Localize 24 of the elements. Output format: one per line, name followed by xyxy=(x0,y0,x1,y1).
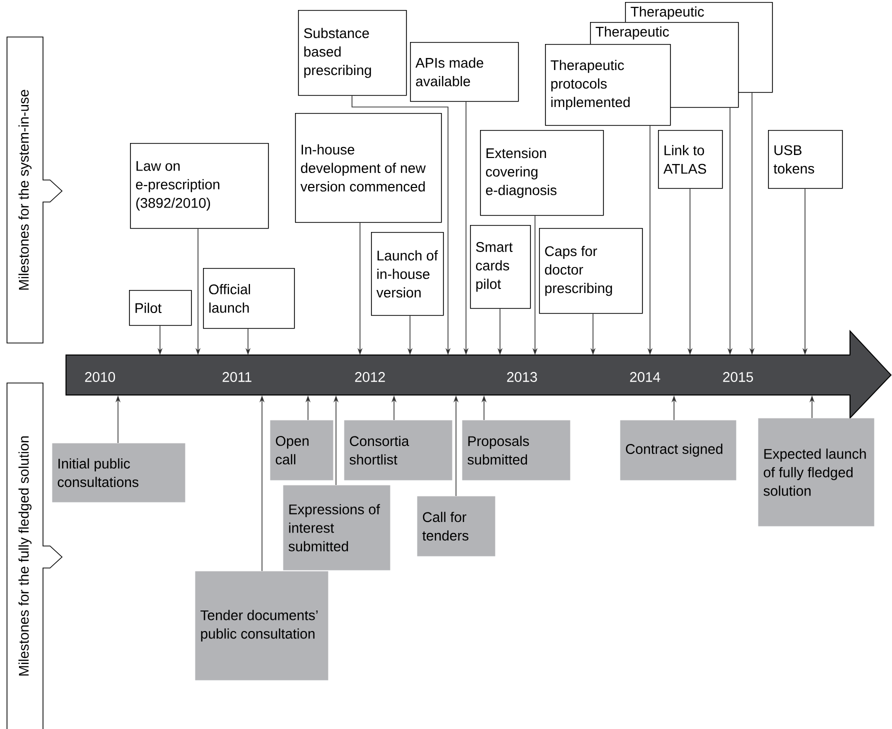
milestone-box: Extension covering e-diagnosis xyxy=(480,130,604,216)
milestone-box: USB tokens xyxy=(768,130,843,189)
milestone-box: Link to ATLAS xyxy=(658,130,723,189)
procurement-box: Tender documents’ public consultation xyxy=(195,571,328,680)
milestone-box: Law on e-prescription (3892/2010) xyxy=(130,143,269,229)
milestone-box: Official launch xyxy=(203,268,295,329)
procurement-box: Call for tenders xyxy=(417,496,496,556)
procurement-box: Initial public consultations xyxy=(52,443,186,502)
procurement-box: Consortia shortlist xyxy=(344,420,452,480)
milestone-box: Launch of in-house version xyxy=(371,232,444,316)
timeline-bar: 2010 2011 2012 2013 2014 2015 xyxy=(66,330,892,420)
procurement-box: Expressions of interest submitted xyxy=(283,485,390,570)
milestone-box: Smart cards pilot xyxy=(470,225,531,309)
milestone-box: APIs made available xyxy=(410,42,519,102)
procurement-box: Open call xyxy=(270,420,334,480)
milestone-box: Caps for doctor prescribing xyxy=(539,228,643,314)
side-arrow-label: Milestones for the system-in-use xyxy=(6,36,63,344)
procurement-box: Expected launch of fully fledged solution xyxy=(758,418,874,526)
procurement-box: Proposals submitted xyxy=(462,420,570,480)
milestone-box: Therapeutic protocols implemented xyxy=(545,44,671,126)
milestone-box: Pilot xyxy=(129,290,192,326)
procurement-box: Contract signed xyxy=(620,420,736,480)
milestone-box: Substance based prescribing xyxy=(298,10,407,96)
milestone-box: In-house development of new version commenced xyxy=(295,113,442,223)
